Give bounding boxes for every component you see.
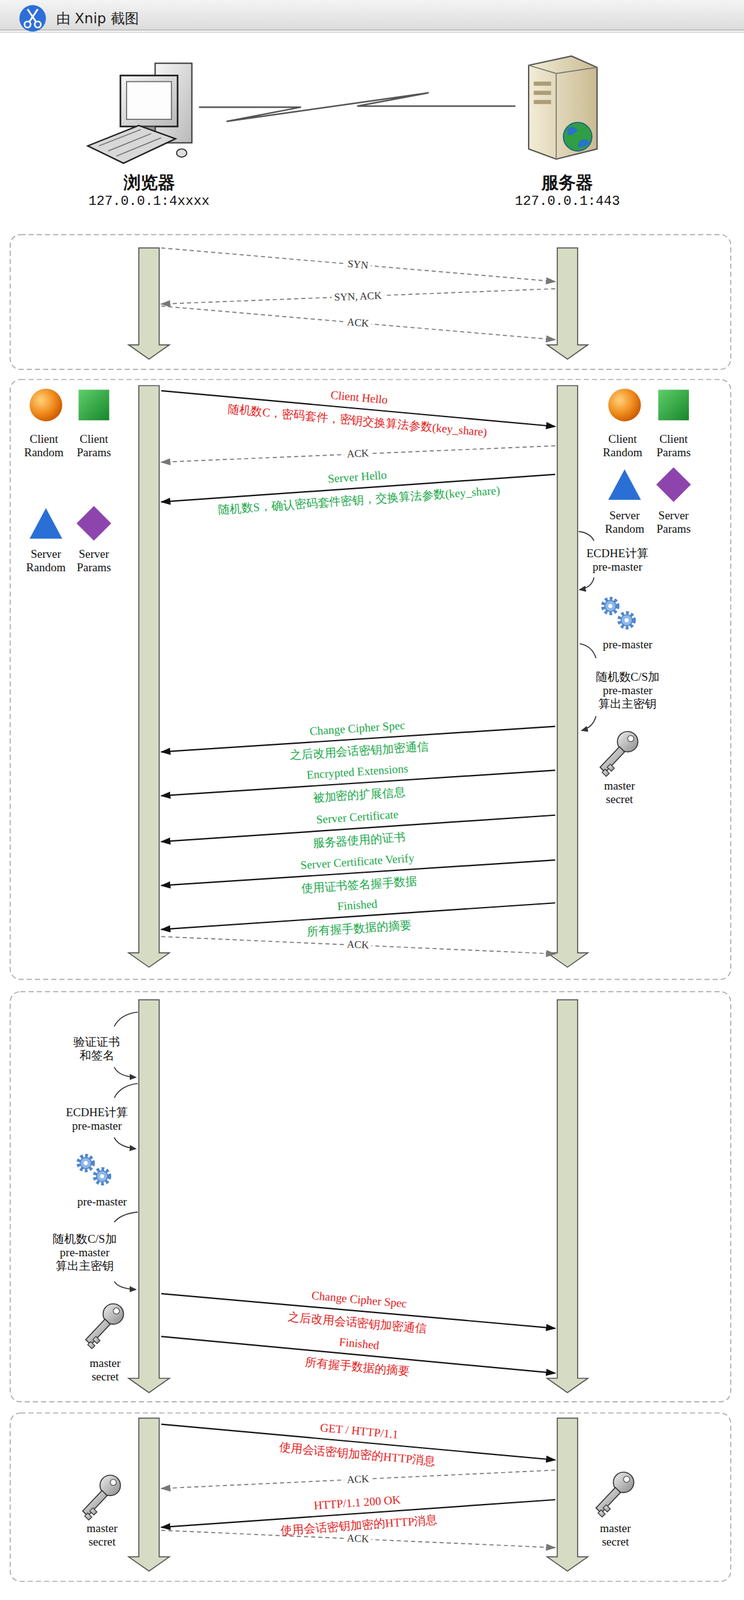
message-name: ACK xyxy=(344,446,372,462)
message-detail: 使用会话密钥加密的HTTP消息 xyxy=(278,1440,436,1469)
leader-curves xyxy=(114,531,596,1290)
message-detail: 之后改用会话密钥加密通信 xyxy=(286,1310,428,1337)
participant: 服务器127.0.0.1:443 xyxy=(515,172,621,211)
participant-name: 服务器 xyxy=(515,172,621,194)
message-name: Server Hello xyxy=(327,468,388,487)
annotation: Client Params xyxy=(69,432,118,460)
annotation: master secret xyxy=(77,1522,127,1550)
title-bar xyxy=(0,0,744,33)
annotation: master secret xyxy=(591,1522,640,1550)
annotation: Server Random xyxy=(600,509,649,536)
message-name: Finished xyxy=(337,897,379,914)
participant-address: 127.0.0.1:443 xyxy=(515,193,621,211)
annotation: ECDHE计算 pre-master xyxy=(59,1106,134,1134)
annotation: Server Params xyxy=(69,547,118,575)
message-name: SYN, ACK xyxy=(331,288,385,305)
message-arrow xyxy=(161,1470,556,1490)
annotation: pre-master xyxy=(594,638,662,652)
message-arrow xyxy=(161,446,556,463)
annotation: 随机数C/S加 pre-master 算出主密钥 xyxy=(587,670,668,711)
message-arrow xyxy=(161,1530,556,1548)
message-name: Change Cipher Spec xyxy=(309,718,406,739)
message-detail: 被加密的扩展信息 xyxy=(312,785,406,806)
message-name: ACK xyxy=(344,937,372,953)
annotation: pre-master xyxy=(68,1195,136,1209)
annotation: 验证证书 和签名 xyxy=(72,1035,122,1063)
message-name: Encrypted Extensions xyxy=(306,762,409,783)
message-detail: 所有握手数据的摘要 xyxy=(304,1355,410,1380)
message-arrow xyxy=(161,936,556,954)
message-detail: 使用证书签名握手数据 xyxy=(300,874,418,896)
lightning-link xyxy=(198,93,516,122)
annotation: Server Params xyxy=(649,509,698,536)
message-name: ACK xyxy=(344,1532,372,1547)
lifelines xyxy=(128,247,588,1572)
annotation: master secret xyxy=(80,1357,130,1384)
message-name: ACK xyxy=(344,315,373,332)
message-arrow xyxy=(161,305,556,340)
annotation: master secret xyxy=(594,779,644,807)
participant: 浏览器127.0.0.1:4xxxx xyxy=(88,172,210,211)
message-name: Finished xyxy=(338,1335,380,1353)
message-name: ACK xyxy=(344,1472,372,1488)
annotation: Client Random xyxy=(598,432,647,460)
message-name: SYN xyxy=(345,256,372,273)
gear-symbols xyxy=(78,598,634,1184)
key-symbols xyxy=(82,731,638,1521)
participant-address: 127.0.0.1:4xxxx xyxy=(88,193,210,211)
message-detail: 服务器使用的证书 xyxy=(312,830,406,851)
annotation: ECDHE计算 pre-master xyxy=(580,546,655,574)
annotation: Client Random xyxy=(20,432,68,460)
annotation: Client Params xyxy=(649,432,698,460)
computer-icon xyxy=(87,63,192,163)
server-icon xyxy=(528,56,598,160)
message-detail: 所有握手数据的摘要 xyxy=(306,918,412,939)
message-detail: 之后改用会话密钥加密通信 xyxy=(288,740,429,763)
participant-name: 浏览器 xyxy=(88,172,210,194)
message-name: HTTP/1.1 200 OK xyxy=(313,1493,402,1514)
annotation: 随机数C/S加 pre-master 算出主密钥 xyxy=(44,1232,125,1274)
message-name: GET / HTTP/1.1 xyxy=(319,1421,399,1442)
message-arrow xyxy=(161,288,556,305)
annotation: Server Random xyxy=(22,547,70,575)
section-panels xyxy=(10,234,732,1583)
message-name: Client Hello xyxy=(330,388,389,407)
message-name: Server Certificate Verify xyxy=(300,851,415,873)
window-title: 由 Xnip 截图 xyxy=(56,9,139,27)
param-symbols xyxy=(29,389,691,542)
message-name: Server Certificate xyxy=(315,808,399,828)
message-arrow xyxy=(161,247,556,282)
